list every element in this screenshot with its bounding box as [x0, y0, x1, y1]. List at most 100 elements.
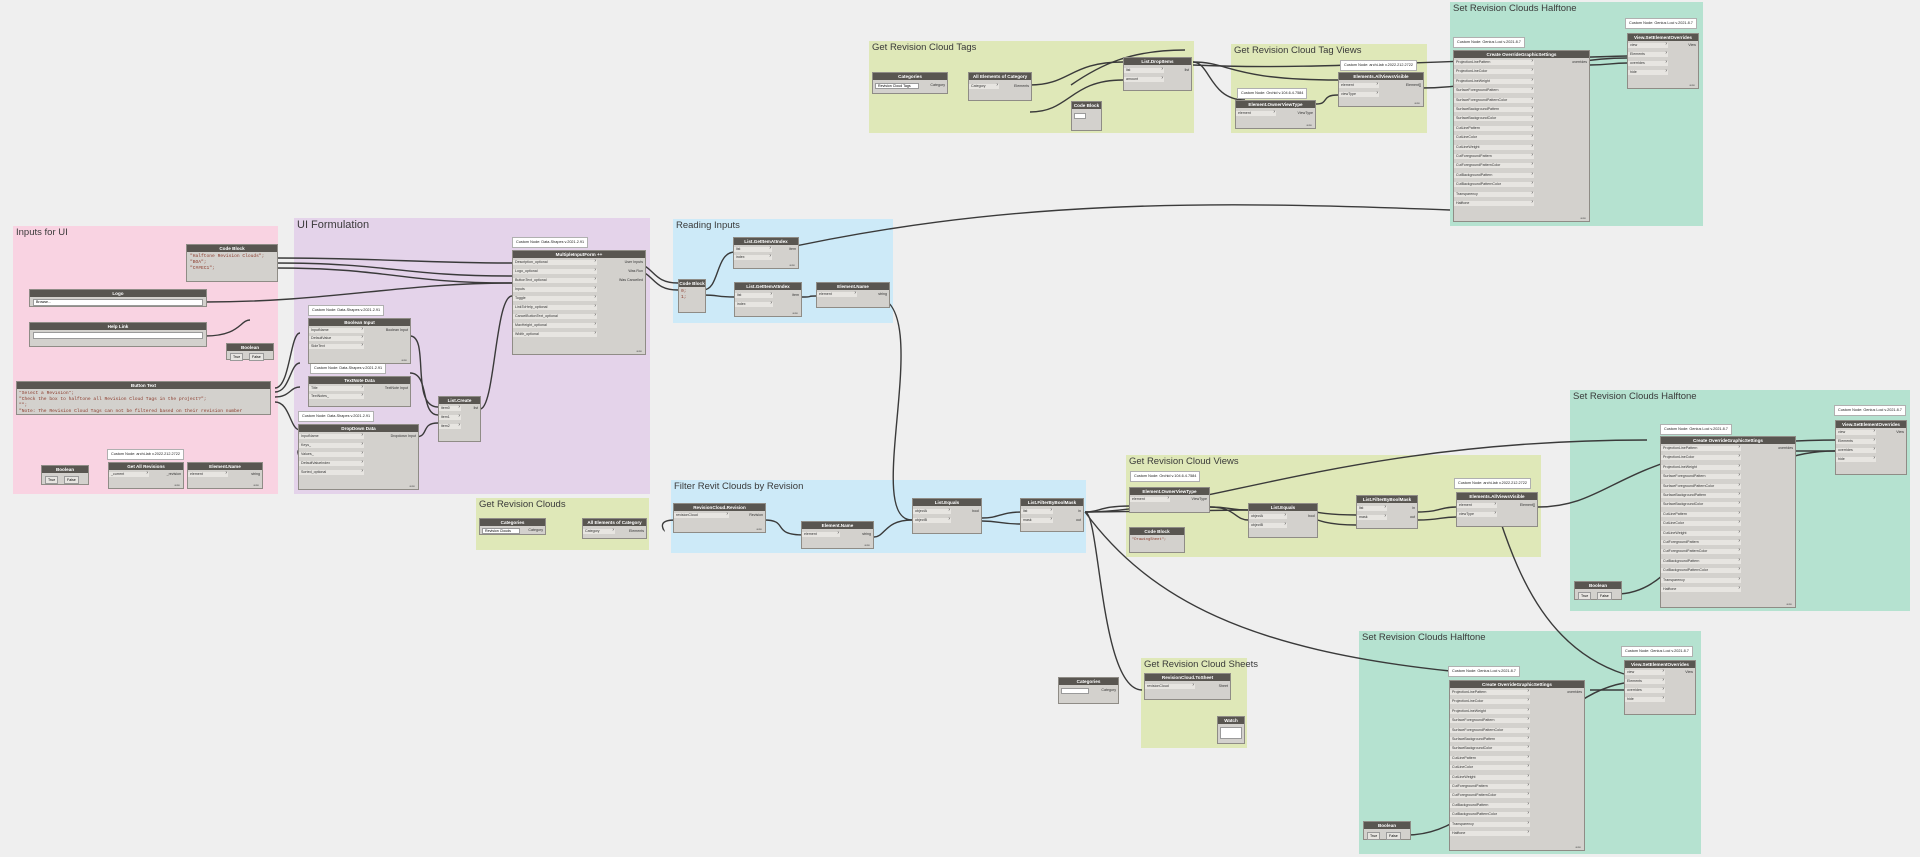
wire[interactable] [1084, 511, 1143, 691]
port-in[interactable]: in [1078, 509, 1081, 513]
wire[interactable] [871, 295, 913, 521]
port-revision[interactable]: Revision [749, 513, 763, 517]
port-cutbackgroundpatterncolor[interactable]: CutBackgroundPatternColor [1450, 811, 1530, 818]
port-keys[interactable]: Keys_ [299, 442, 364, 448]
port-projectionlinepattern[interactable]: ProjectionLinePattern [1454, 59, 1534, 65]
port-transparency[interactable]: Transparency [1454, 191, 1534, 197]
port-element[interactable]: element [188, 471, 228, 477]
boolean-node[interactable]: Boolean True False [41, 465, 89, 485]
wire[interactable] [1209, 506, 1249, 521]
port-overrides[interactable]: overrides [1778, 446, 1793, 450]
list-equals-node[interactable]: List.Equals objectA objectB bool [912, 498, 982, 534]
list-drop-items-node[interactable]: List.DropItems list amount list [1123, 57, 1192, 91]
wire[interactable] [274, 362, 301, 393]
port-in[interactable]: in [1412, 506, 1415, 510]
port-surfacebackgroundcolor[interactable]: SurfaceBackgroundColor [1661, 501, 1741, 508]
port-element[interactable]: element [1339, 82, 1379, 88]
port-surfaceforegroundpatterncolor[interactable]: SurfaceForegroundPatternColor [1454, 97, 1534, 103]
port-element[interactable]: element [1236, 110, 1276, 116]
port-elements[interactable]: Elements [1836, 438, 1876, 444]
port-side-text[interactable]: SideText [309, 343, 364, 349]
port-view[interactable]: view [1836, 429, 1876, 435]
port-index[interactable]: index [735, 301, 773, 307]
port-view-out[interactable]: View [1688, 43, 1696, 47]
port-width[interactable]: Width_optional [513, 331, 597, 337]
port-list[interactable]: list [735, 292, 773, 298]
port-element[interactable]: element [1130, 496, 1170, 502]
port-cutlineweight[interactable]: CutLineWeight [1450, 774, 1530, 780]
port-category[interactable]: Category [969, 83, 999, 89]
port-bool[interactable]: bool [1308, 514, 1315, 518]
wire[interactable] [274, 267, 513, 284]
code-text[interactable]: "Halftone Revision Clouds"; "BOA"; "C##E… [190, 254, 265, 271]
categories-node[interactable]: Categories Category [1058, 677, 1119, 704]
port-transparency[interactable]: Transparency [1661, 577, 1741, 583]
port-list[interactable]: list [1021, 508, 1053, 514]
port-object-a[interactable]: objectA [913, 508, 951, 514]
port-transparency[interactable]: Transparency [1450, 821, 1530, 827]
port-object-a[interactable]: objectA [1249, 513, 1287, 519]
code-block-node[interactable]: Code Block "DrawingSheet"; [1129, 527, 1185, 553]
port-cutlinecolor[interactable]: CutLineColor [1454, 134, 1534, 141]
wire[interactable] [479, 295, 513, 410]
wire[interactable] [409, 372, 439, 416]
boolean-node[interactable]: Boolean True False [226, 343, 274, 361]
port-view-type[interactable]: viewType [1457, 511, 1497, 517]
port-input-name[interactable]: InputName [309, 327, 364, 333]
port-overrides[interactable]: overrides [1628, 60, 1668, 66]
port-halftone[interactable]: Halftone [1661, 586, 1741, 592]
port-was-cancelled[interactable]: Was Cancelled [618, 278, 643, 282]
port-description[interactable]: Description_optional [513, 259, 597, 265]
port-hide[interactable]: hide [1625, 696, 1665, 702]
port-bool[interactable]: bool [972, 509, 979, 513]
element-name-node[interactable]: Element.Name element string auto [187, 462, 263, 489]
port-surfaceforegroundpattern[interactable]: SurfaceForegroundPattern [1661, 473, 1741, 480]
code-block-node[interactable]: Code Block "Halftone Revision Clouds"; "… [186, 244, 278, 282]
port-cancel-button-text[interactable]: CancelButtonText_optional [513, 313, 597, 319]
list-get-item-node[interactable]: List.GetItemAtIndex list index item auto [733, 237, 799, 269]
port-item1[interactable]: item1 [439, 414, 461, 420]
port-object-b[interactable]: objectB [913, 517, 951, 523]
port-button-text[interactable]: ButtonText_optional [513, 277, 597, 283]
port-sorted[interactable]: Sorted_optional [299, 469, 364, 475]
port-max-height[interactable]: MaxHeight_optional [513, 322, 597, 328]
port-cutlinepattern[interactable]: CutLinePattern [1450, 755, 1530, 761]
port-string[interactable]: string [878, 292, 887, 296]
port-view[interactable]: view [1625, 669, 1665, 675]
create-override-graphic-settings-node[interactable]: Create OverrideGraphicSettings overrides… [1660, 436, 1796, 608]
port-surfacebackgroundpattern[interactable]: SurfaceBackgroundPattern [1450, 736, 1530, 742]
port-toggle[interactable]: Toggle [513, 295, 597, 301]
boolean-node[interactable]: Boolean True False [1363, 821, 1411, 840]
wire[interactable] [767, 204, 1451, 253]
port-overrides[interactable]: overrides [1836, 447, 1876, 453]
wire[interactable] [274, 257, 513, 264]
element-name-node[interactable]: Element.Name element string auto [801, 521, 874, 549]
port-link-to-help[interactable]: LinkToHelp_optional [513, 304, 597, 310]
port-cutforegroundpattern[interactable]: CutForegroundPattern [1454, 153, 1534, 159]
browse-field[interactable]: Browse... [33, 299, 203, 306]
true-radio[interactable]: True [1578, 592, 1592, 600]
port-logo[interactable]: Logo_optional [513, 268, 597, 274]
port-default-value-index[interactable]: DefaultValueIndex [299, 460, 364, 466]
port-hide[interactable]: hide [1628, 69, 1668, 75]
port-surfacebackgroundcolor[interactable]: SurfaceBackgroundColor [1450, 745, 1530, 752]
port-boolean-input[interactable]: Boolean Input [385, 328, 408, 332]
true-radio[interactable]: True [45, 476, 59, 484]
port-list[interactable]: list [734, 246, 772, 252]
port-input-name[interactable]: InputName [299, 433, 364, 439]
port-text-notes[interactable]: TextNotes_ [309, 393, 364, 399]
create-override-graphic-settings-node[interactable]: Create OverrideGraphicSettings overrides… [1449, 680, 1585, 851]
wire[interactable] [981, 520, 1023, 525]
dropdown-data-node[interactable]: DropDown Data InputName Keys_ Values_ De… [298, 424, 419, 490]
port-cutlineweight[interactable]: CutLineWeight [1454, 144, 1534, 150]
wire[interactable] [702, 251, 736, 291]
port-textnote-input[interactable]: TextNote Input [384, 386, 408, 390]
wire[interactable] [409, 335, 439, 408]
port-cutlinecolor[interactable]: CutLineColor [1450, 764, 1530, 771]
port-element[interactable]: element [802, 531, 840, 537]
port-elements[interactable]: Elements [1014, 84, 1029, 88]
port-hide[interactable]: hide [1836, 456, 1876, 462]
revision-cloud-to-sheet-node[interactable]: RevisionCloud.ToSheet revisionCloud Shee… [1144, 673, 1231, 700]
list-create-node[interactable]: List.Create item0 item1 item2 list [438, 396, 481, 442]
port-cutbackgroundpattern[interactable]: CutBackgroundPattern [1450, 802, 1530, 808]
